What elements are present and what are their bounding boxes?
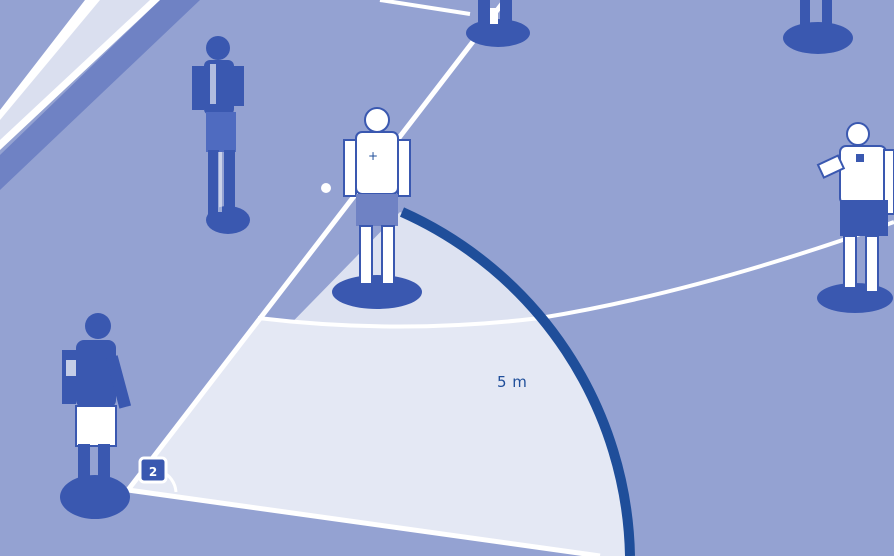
ball xyxy=(140,458,166,482)
player-shadow xyxy=(783,22,853,54)
distance-label: 5 m xyxy=(497,373,527,391)
player-shadow xyxy=(332,275,422,309)
player-shadow xyxy=(60,475,130,519)
svg-text:+: + xyxy=(368,149,378,163)
